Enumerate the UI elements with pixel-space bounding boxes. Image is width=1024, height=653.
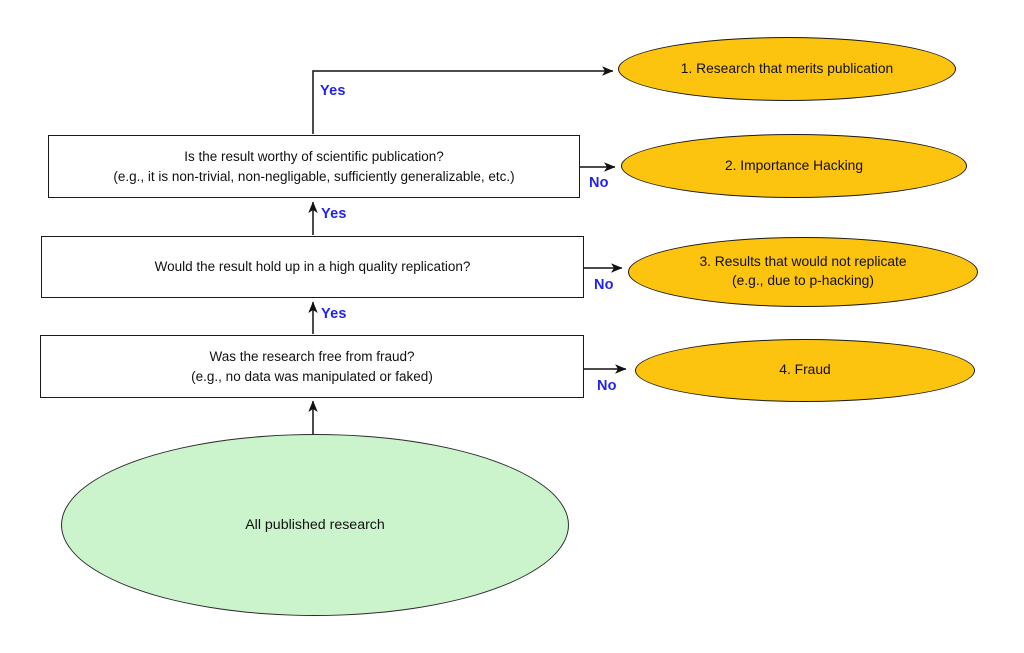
outcome-line: 1. Research that merits publication bbox=[680, 60, 894, 76]
decision-line: Is the result worthy of scientific publi… bbox=[184, 148, 444, 164]
outcome-ellipse-fraud: 4. Fraud bbox=[635, 339, 975, 402]
outcome-line: (e.g., due to p-hacking) bbox=[732, 273, 874, 288]
outcome-ellipse-importance-hacking: 2. Importance Hacking bbox=[621, 134, 967, 198]
arrow-yes-publication-to-outcome1 bbox=[312, 66, 614, 134]
edge-label-yes-replication-to-publication: Yes bbox=[321, 206, 347, 222]
outcome-line: 3. Results that would not replicate bbox=[699, 254, 907, 270]
outcome-line: 4. Fraud bbox=[779, 362, 831, 378]
decision-box-publication: Is the result worthy of scientific publi… bbox=[48, 135, 580, 198]
source-ellipse-all-published-research: All published research bbox=[61, 434, 569, 616]
decision-box-fraud: Was the research free from fraud? (e.g.,… bbox=[40, 335, 584, 398]
edge-label-yes-fraud-to-replication: Yes bbox=[321, 306, 347, 322]
edge-label-no-replication-to-outcome3: No bbox=[594, 277, 614, 293]
source-label: All published research bbox=[245, 517, 385, 533]
decision-line: Was the research free from fraud? bbox=[209, 348, 415, 364]
decision-line: (e.g., it is non-trivial, non-negligable… bbox=[113, 168, 515, 184]
outcome-ellipse-results-not-replicate: 3. Results that would not replicate (e.g… bbox=[628, 237, 978, 307]
edge-label-yes-publication-to-outcome1: Yes bbox=[320, 83, 346, 99]
outcome-line: 2. Importance Hacking bbox=[724, 157, 864, 173]
decision-box-replication: Would the result hold up in a high quali… bbox=[41, 236, 584, 298]
edge-label-no-fraud-to-outcome4: No bbox=[597, 378, 617, 394]
edge-label-no-publication-to-outcome2: No bbox=[589, 175, 609, 191]
decision-line: Would the result hold up in a high quali… bbox=[154, 259, 471, 275]
outcome-ellipse-research-merits-publication: 1. Research that merits publication bbox=[618, 37, 956, 101]
decision-line: (e.g., no data was manipulated or faked) bbox=[191, 368, 433, 384]
